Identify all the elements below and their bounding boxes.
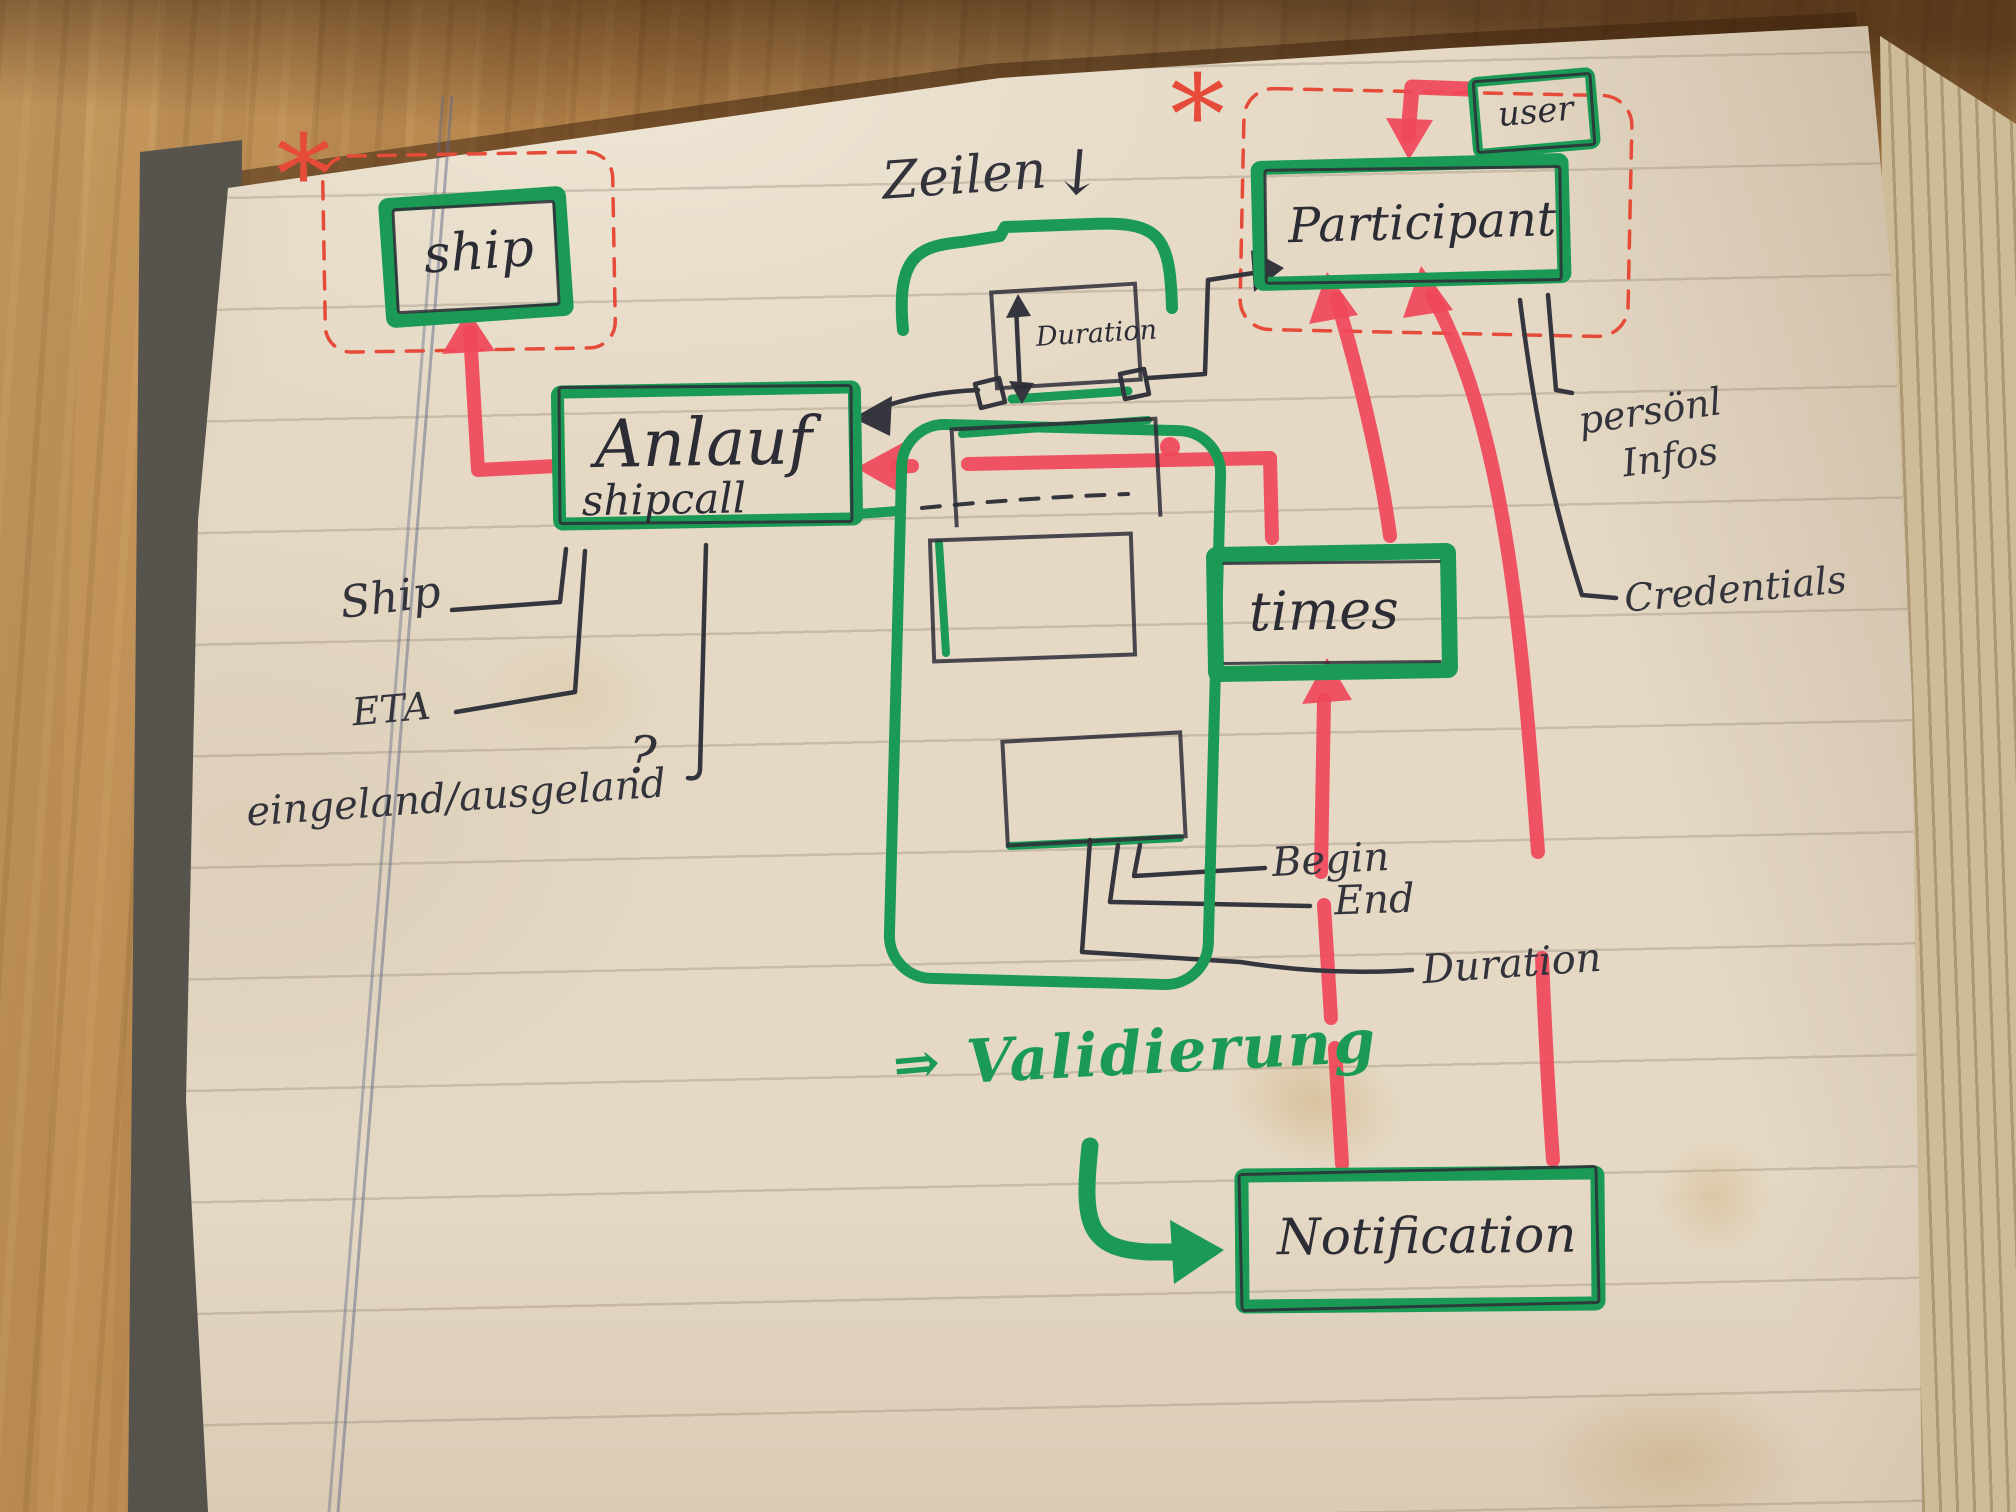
ship-attr-label: Ship bbox=[337, 566, 444, 629]
duration-label: Duration bbox=[1420, 934, 1603, 994]
user-box-label: user bbox=[1496, 88, 1576, 136]
arrowhead bbox=[1309, 272, 1358, 324]
green-stub bbox=[853, 506, 903, 519]
line-eta bbox=[453, 548, 588, 715]
arrowhead bbox=[856, 442, 904, 494]
arrowhead bbox=[853, 396, 892, 436]
arrow-notification-to-times-c bbox=[1314, 693, 1331, 879]
attr-box-2 bbox=[927, 531, 1138, 664]
asterisk-participant: * bbox=[1170, 51, 1225, 179]
arrowhead bbox=[1009, 381, 1034, 404]
arrowhead bbox=[1302, 658, 1352, 704]
attr-box-3 bbox=[1000, 730, 1188, 848]
asterisk-ship: * bbox=[276, 111, 331, 239]
green-curved-arrow bbox=[1078, 1137, 1189, 1261]
arrow-notification-to-times-a bbox=[1328, 1041, 1349, 1171]
stain bbox=[1630, 1110, 1800, 1280]
validation-arrow: ⇒ bbox=[890, 1029, 943, 1099]
zeilen-arrow: ↓ bbox=[1048, 133, 1108, 212]
green-trace-box3 bbox=[1006, 834, 1184, 850]
arrow-times-to-anlauf bbox=[961, 451, 1279, 545]
duration-updown-line bbox=[1013, 303, 1023, 395]
arrowhead bbox=[1170, 1220, 1224, 1284]
red-dot bbox=[1160, 437, 1180, 457]
arrow-times-to-participant bbox=[1329, 291, 1397, 543]
participant-box-label: Participant bbox=[1287, 191, 1557, 255]
duration-box-label: Duration bbox=[1035, 314, 1158, 353]
shipcall-label: shipcall bbox=[581, 473, 747, 526]
green-trace-box1 bbox=[958, 416, 1152, 438]
line-end bbox=[1107, 842, 1313, 909]
corner-mark bbox=[972, 375, 1008, 411]
arrowhead bbox=[1386, 118, 1433, 160]
attr-box-1 bbox=[949, 416, 1163, 528]
arrowhead bbox=[1403, 266, 1453, 318]
question-mark: ? bbox=[625, 725, 658, 787]
arrowhead bbox=[1006, 294, 1031, 318]
times-box-label: times bbox=[1248, 577, 1400, 644]
arrow-notification-to-participant-b bbox=[1425, 288, 1545, 859]
line-duration-label bbox=[1079, 837, 1415, 975]
corner-mark bbox=[1117, 366, 1152, 402]
user-box: user bbox=[1466, 66, 1602, 160]
notification-box: Notification bbox=[1234, 1164, 1606, 1314]
eta-label: ETA bbox=[350, 683, 433, 735]
anlauf-box: Anlauf shipcall bbox=[550, 380, 864, 531]
notification-box-label: Notification bbox=[1276, 1205, 1577, 1267]
line-personal bbox=[1545, 292, 1575, 396]
arrowhead bbox=[442, 310, 495, 354]
green-underline-duration bbox=[1007, 386, 1133, 404]
ship-box: ship bbox=[377, 185, 575, 329]
arrow-notification-to-times-b bbox=[1317, 898, 1338, 1025]
arrow-notification-to-participant-a bbox=[1535, 951, 1560, 1167]
line-begin bbox=[1131, 842, 1268, 879]
ship-box-label: ship bbox=[421, 218, 536, 286]
anlauf-box-label: Anlauf bbox=[594, 402, 813, 483]
zeilen-label: Zeilen bbox=[880, 140, 1048, 211]
end-label: End bbox=[1333, 875, 1416, 925]
margin-line bbox=[327, 95, 445, 1512]
line-inout bbox=[685, 542, 709, 781]
margin-line bbox=[336, 95, 454, 1512]
green-trace-box2 bbox=[935, 539, 950, 657]
arrowhead bbox=[1251, 250, 1284, 292]
duration-box: Duration bbox=[989, 281, 1158, 391]
participant-box: Participant bbox=[1250, 152, 1572, 292]
line-credentials bbox=[1517, 297, 1619, 601]
line-ship-attr bbox=[449, 546, 569, 613]
arrow-anlauf-to-ship bbox=[463, 325, 563, 477]
zeilen-text: Zeilen bbox=[880, 140, 1049, 212]
times-box: times bbox=[1205, 542, 1459, 683]
dashed-line bbox=[920, 492, 1130, 510]
green-bracket bbox=[895, 217, 1178, 336]
line-duration-to-participant bbox=[1145, 269, 1263, 381]
